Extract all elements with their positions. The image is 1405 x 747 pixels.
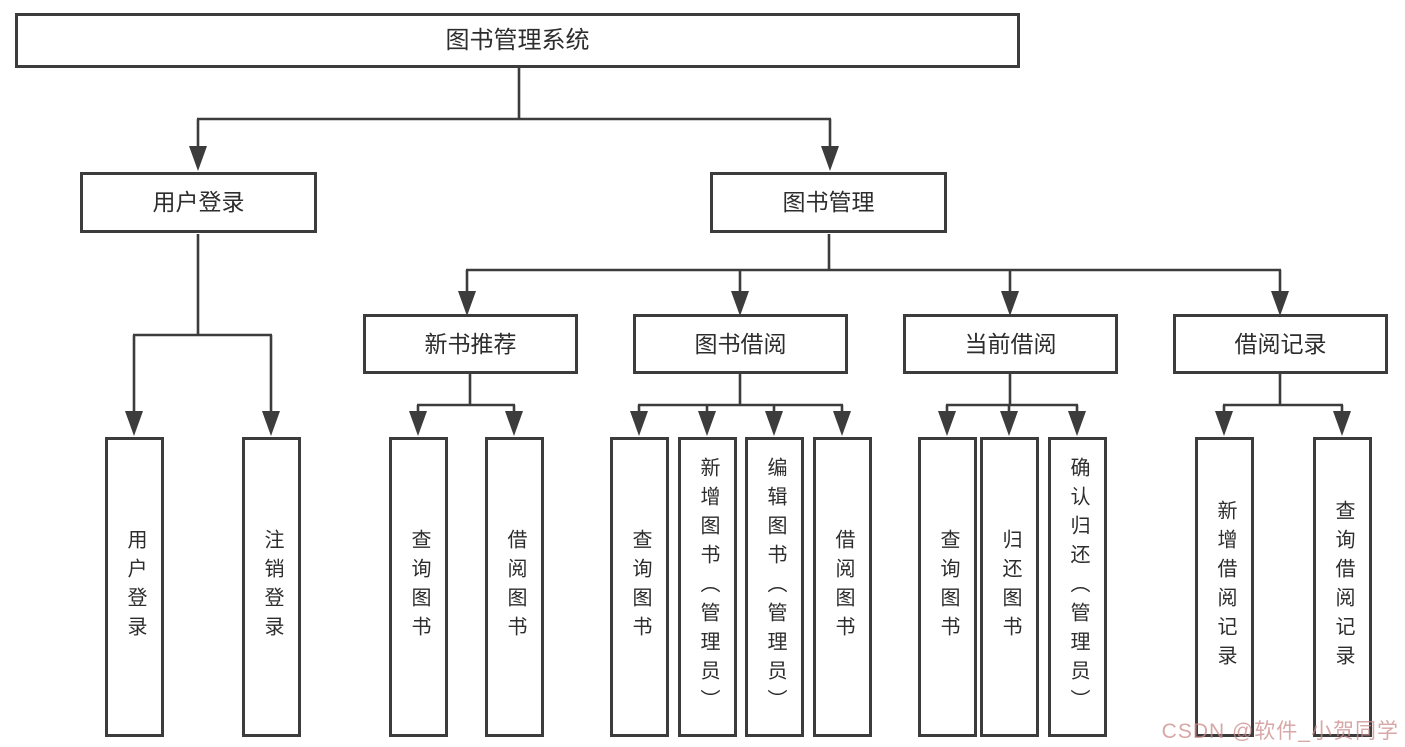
node-current-borrowing: 当前借阅 (903, 314, 1118, 374)
node-book-borrowing: 图书借阅 (633, 314, 848, 374)
leaf-borrowing-query-books: 查询图书 (610, 437, 669, 737)
leaf-borrowing-borrow-books: 借阅图书 (813, 437, 872, 737)
node-user-login: 用户登录 (80, 172, 317, 233)
node-new-book-recommend: 新书推荐 (363, 314, 578, 374)
node-borrow-records: 借阅记录 (1173, 314, 1388, 374)
leaf-borrowing-add-books-admin: 新增图书（管理员） (678, 437, 737, 737)
leaf-newbook-query-books: 查询图书 (389, 437, 448, 737)
csdn-watermark: CSDN @软件_小贺同学 (1161, 720, 1399, 743)
leaf-current-confirm-return-admin: 确认归还（管理员） (1048, 437, 1107, 737)
node-root-system: 图书管理系统 (15, 13, 1020, 68)
leaf-records-add-borrow-record: 新增借阅记录 (1195, 437, 1254, 737)
leaf-current-return-books: 归还图书 (980, 437, 1039, 737)
node-book-management: 图书管理 (710, 172, 947, 233)
leaf-user-login: 用户登录 (105, 437, 164, 737)
leaf-records-query-borrow-record: 查询借阅记录 (1313, 437, 1372, 737)
leaf-logout-login: 注销登录 (242, 437, 301, 737)
leaf-newbook-borrow-books: 借阅图书 (485, 437, 544, 737)
leaf-current-query-books: 查询图书 (918, 437, 977, 737)
leaf-borrowing-edit-books-admin: 编辑图书（管理员） (745, 437, 804, 737)
